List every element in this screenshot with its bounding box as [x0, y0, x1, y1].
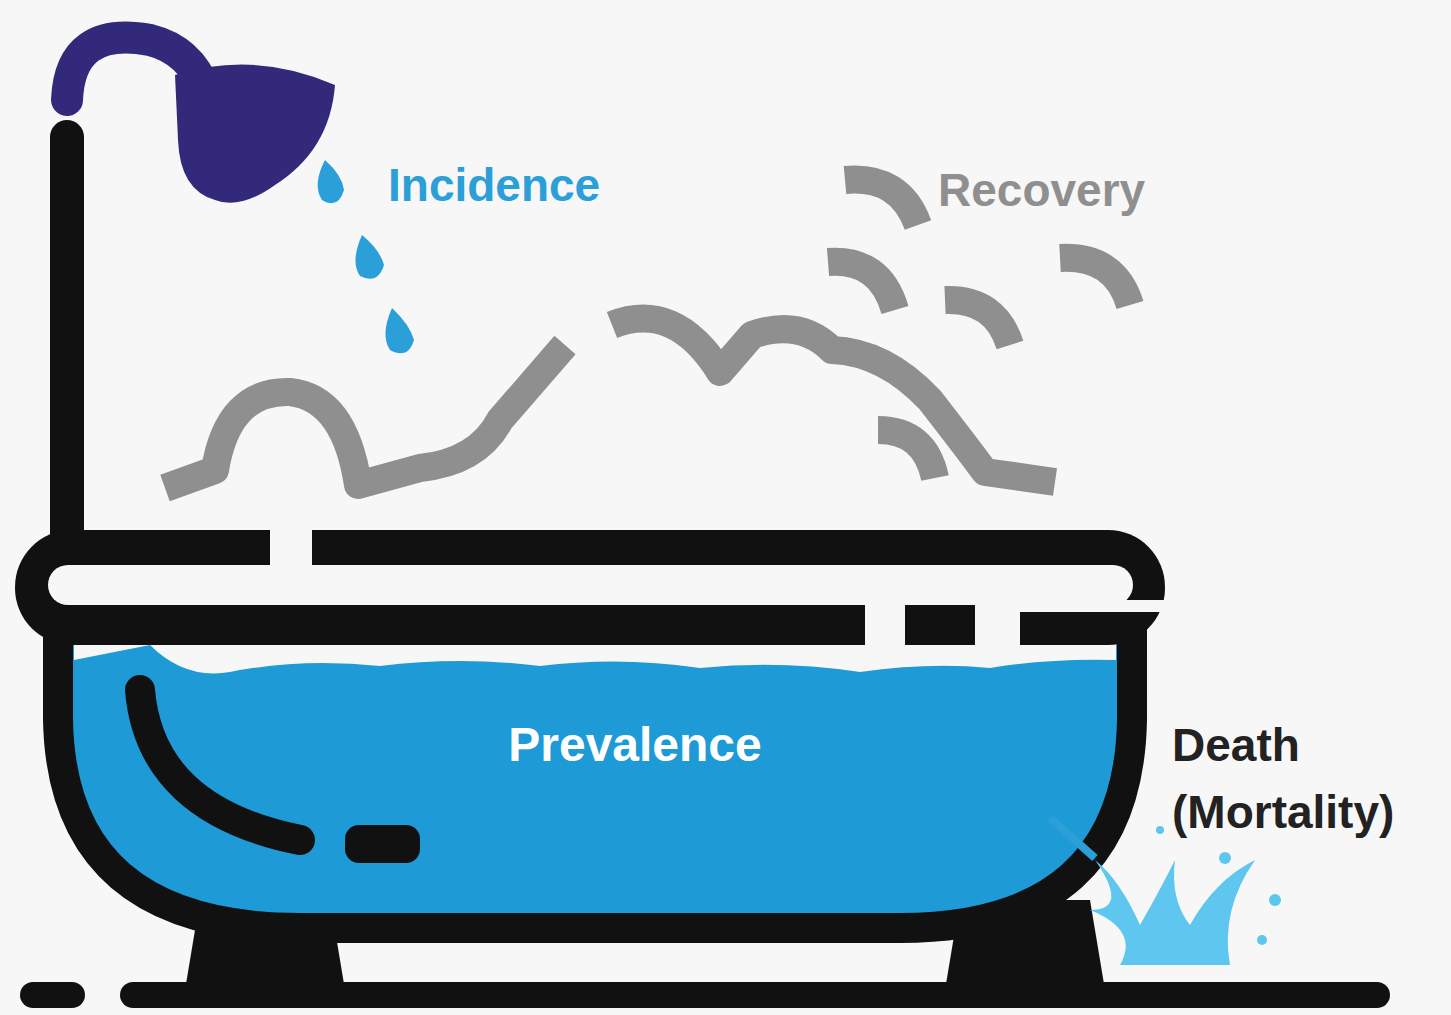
tub-body — [58, 610, 1132, 928]
splash-water — [1090, 860, 1255, 965]
steam-puff — [1060, 258, 1130, 305]
shower-head — [175, 65, 335, 203]
rim-gap — [1010, 600, 1170, 612]
tub-highlight — [140, 690, 300, 840]
splash-drop — [1156, 826, 1164, 834]
splash-drop — [1257, 935, 1267, 945]
splash — [1090, 826, 1281, 965]
outflow-label: Death (Mortality) — [1172, 712, 1451, 845]
splash-drop — [1269, 894, 1281, 906]
inflow-label: Incidence — [388, 152, 708, 219]
leak-stream — [1050, 818, 1095, 858]
steam-puff — [828, 262, 895, 310]
rim-gap — [270, 528, 312, 568]
outflow-label: Recovery — [938, 157, 1258, 224]
water-drop — [355, 235, 384, 279]
steam-puff — [945, 300, 1010, 345]
rim-gap — [865, 600, 905, 650]
water-drop — [318, 160, 344, 203]
shower-pipe — [50, 120, 84, 560]
tub-highlight — [345, 825, 420, 863]
stock-label: Prevalence — [440, 710, 830, 780]
steam — [165, 180, 1130, 488]
splash-drop — [1219, 852, 1231, 864]
steam-puff — [878, 430, 935, 478]
tub-rim-inner — [48, 565, 1133, 605]
water-drop — [385, 308, 414, 353]
steam-wave — [165, 345, 565, 488]
steam-wave — [612, 319, 1055, 482]
steam-puff — [845, 180, 918, 225]
floor-line — [20, 982, 85, 1008]
